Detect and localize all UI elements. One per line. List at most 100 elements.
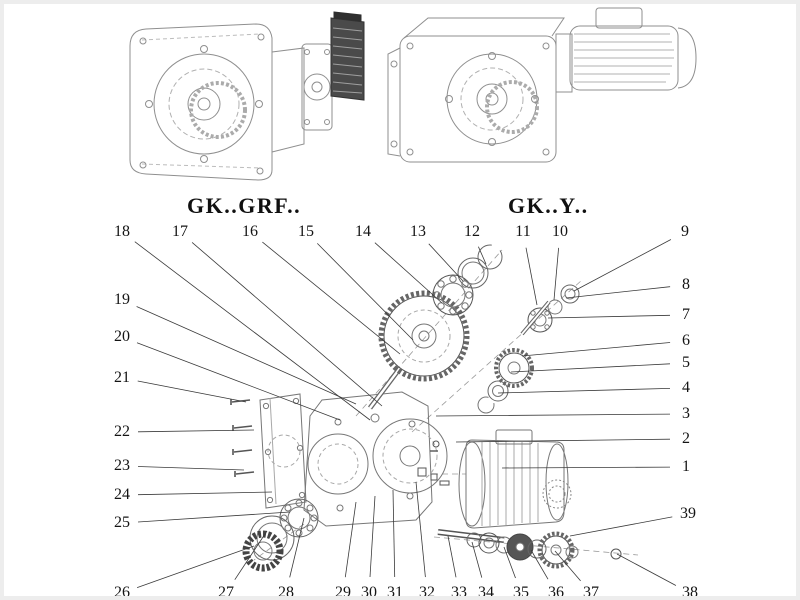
motor-drawing (555, 7, 697, 93)
callout-13: 13 (410, 223, 426, 240)
callout-3: 3 (682, 405, 690, 422)
leader-line-24 (137, 491, 273, 496)
leader-line-35 (503, 546, 516, 579)
output-gear-ring (242, 530, 284, 572)
leader-line-6 (521, 342, 671, 357)
leader-line-21 (137, 380, 247, 403)
leader-line-29 (344, 501, 357, 578)
leader-line-26 (136, 545, 255, 588)
callout-31: 31 (387, 584, 403, 600)
leader-line-28 (289, 517, 305, 578)
leader-line-19 (136, 306, 357, 405)
leader-line-20 (136, 342, 341, 421)
mounting-flange-plate (259, 393, 307, 509)
leader-line-30 (369, 495, 376, 578)
callout-21: 21 (114, 369, 130, 386)
diagram-artwork (129, 7, 697, 588)
internal-gear-hint (189, 81, 247, 139)
internal-gear-hint (485, 80, 539, 134)
callout-34: 34 (478, 584, 494, 600)
electric-motor (458, 429, 572, 529)
leader-lines (134, 239, 677, 588)
leader-line-16 (262, 241, 401, 355)
leader-line-4 (497, 388, 671, 394)
leader-line-14 (374, 242, 443, 304)
leader-line-31 (392, 489, 396, 578)
callout-7: 7 (682, 306, 690, 323)
callout-1: 1 (682, 458, 690, 475)
output-bearing-seal (242, 498, 319, 572)
leader-line-27 (234, 530, 268, 580)
callout-18: 18 (114, 223, 130, 240)
coupling-parts (417, 440, 450, 486)
gearbox-drawing-grf (129, 11, 365, 181)
callout-38: 38 (682, 584, 698, 600)
main-gear-shaft (368, 290, 470, 410)
leader-line-2 (455, 438, 671, 443)
leader-line-7 (547, 314, 671, 319)
leader-line-3 (435, 413, 671, 417)
snap-ring (477, 244, 503, 270)
callout-15: 15 (298, 223, 314, 240)
callout-17: 17 (172, 223, 188, 240)
callout-35: 35 (513, 584, 529, 600)
pinion-teeth-ring (494, 348, 534, 388)
leader-line-36 (530, 549, 549, 580)
leader-line-34 (471, 541, 483, 578)
gear-housing (303, 391, 448, 527)
callout-4: 4 (682, 379, 690, 396)
leader-line-10 (553, 247, 559, 301)
motor-fins (481, 441, 539, 526)
leader-line-8 (565, 286, 671, 299)
callout-9: 9 (681, 223, 689, 240)
callout-27: 27 (218, 584, 234, 600)
leader-line-15 (317, 243, 414, 341)
callout-22: 22 (114, 423, 130, 440)
leader-line-33 (447, 535, 457, 578)
callout-24: 24 (114, 486, 130, 503)
leader-line-5 (510, 363, 671, 373)
callout-23: 23 (114, 457, 130, 474)
callout-6: 6 (682, 332, 690, 349)
leader-line-13 (428, 243, 464, 282)
leader-line-23 (137, 466, 245, 471)
leader-line-11 (525, 247, 538, 306)
callout-8: 8 (682, 276, 690, 293)
gear-teeth-ring (378, 290, 470, 382)
leader-line-12 (478, 246, 487, 265)
leader-line-17 (191, 242, 383, 407)
callout-36: 36 (548, 584, 564, 600)
callout-14: 14 (355, 223, 371, 240)
leader-line-32 (415, 481, 426, 578)
callout-19: 19 (114, 291, 130, 308)
input-pinion-cluster (477, 284, 580, 414)
callout-16: 16 (242, 223, 258, 240)
callout-5: 5 (682, 354, 690, 371)
callout-28: 28 (278, 584, 294, 600)
leader-line-22 (137, 429, 255, 433)
callout-37: 37 (583, 584, 599, 600)
callout-32: 32 (419, 584, 435, 600)
output-shaft-assembly (437, 529, 622, 569)
callout-10: 10 (552, 223, 568, 240)
fan-grille (542, 479, 572, 509)
leader-line-38 (616, 553, 677, 586)
gearbox-drawing-y (387, 7, 697, 163)
shaft-gear-teeth (537, 531, 575, 569)
callout-33: 33 (451, 584, 467, 600)
callout-39: 39 (680, 505, 696, 522)
callout-25: 25 (114, 514, 130, 531)
callout-29: 29 (335, 584, 351, 600)
callout-12: 12 (464, 223, 480, 240)
upper-bearing-rings (432, 244, 503, 316)
leader-line-18 (134, 241, 371, 421)
callout-11: 11 (515, 223, 531, 240)
callout-2: 2 (682, 430, 690, 447)
callout-30: 30 (361, 584, 377, 600)
flange-bolts (230, 399, 255, 477)
model-label-y: GK..Y.. (508, 193, 589, 218)
motor-adapter-block (330, 11, 365, 101)
callout-20: 20 (114, 328, 130, 345)
leader-line-39 (569, 516, 673, 537)
